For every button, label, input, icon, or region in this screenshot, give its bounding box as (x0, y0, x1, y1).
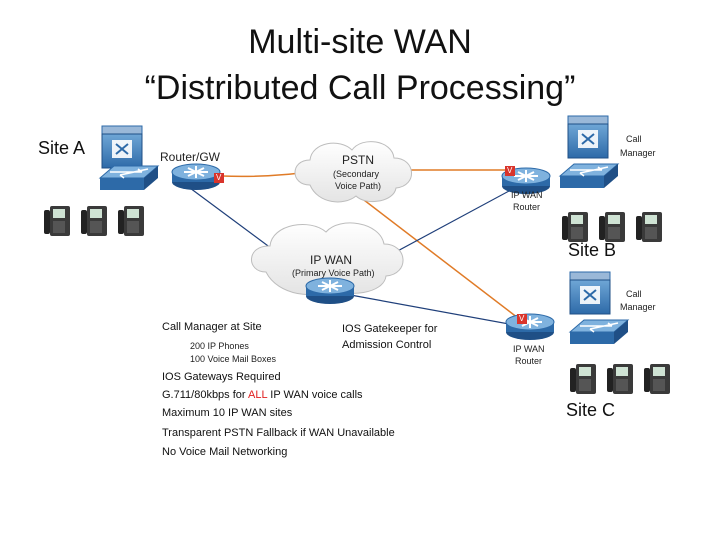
ip-wan-label: IP WAN (310, 253, 353, 267)
title-line-2: “Distributed Call Processing” (144, 69, 576, 107)
call-manager-at-site-text: Call Manager at Site (162, 321, 262, 333)
site-b-label: Site B (568, 240, 617, 260)
gatekeeper-text-2: Admission Control (342, 339, 432, 351)
router-icon (505, 313, 555, 341)
ip-phone-icon (644, 364, 670, 394)
pstn-link-site-c (363, 199, 519, 319)
ip-phone-icon (44, 206, 70, 236)
voice-mail-boxes-text: 100 Voice Mail Boxes (190, 354, 277, 364)
gateways-text: IOS Gateways Required (162, 371, 281, 383)
codec-text-pre: G.711/80kbps for (162, 389, 249, 401)
ip-phone-icon (118, 206, 144, 236)
pstn-sub-label-1: (Secondary (333, 169, 380, 179)
pstn-label: PSTN (342, 153, 375, 167)
voice-badge-site-b (505, 166, 515, 176)
max-sites-text: Maximum 10 IP WAN sites (162, 407, 293, 419)
switch-icon (99, 165, 159, 191)
ip-wan-router-b-label-1: IP WAN (511, 190, 543, 200)
router-gw-label: Router/GW (160, 150, 221, 164)
call-manager-server-icon (101, 125, 143, 169)
site-c-label: Site C (566, 400, 616, 420)
codec-highlight: ALL (248, 389, 268, 401)
ip-phone-icon (599, 212, 625, 242)
no-voice-mail-text: No Voice Mail Networking (162, 446, 288, 458)
ip-phone-icon (81, 206, 107, 236)
voice-badge-site-a (214, 173, 224, 183)
ip-phones-text: 200 IP Phones (190, 341, 249, 351)
wan-link-site-c (344, 293, 521, 327)
codec-text: G.711/80kbps for ALL IP WAN voice calls (162, 386, 363, 405)
switch-icon (569, 319, 629, 345)
call-manager-server-icon (567, 115, 609, 159)
voice-badge-c-text: V (519, 314, 525, 323)
voice-badge-site-c (517, 314, 527, 324)
codec-text-post: IP WAN voice calls (267, 389, 363, 401)
router-icon (171, 163, 221, 191)
voice-badge-a-text: V (216, 173, 222, 182)
call-manager-b-label-1: Call (626, 134, 642, 144)
call-manager-c-label-1: Call (626, 289, 642, 299)
ip-phone-icon (562, 212, 588, 242)
call-manager-c-label-2: Manager (620, 302, 656, 312)
ip-wan-router-c-label-1: IP WAN (513, 344, 545, 354)
ip-wan-router-c-label-2: Router (515, 356, 543, 366)
wan-core-router-icon (305, 277, 355, 305)
fallback-text: Transparent PSTN Fallback if WAN Unavail… (162, 427, 395, 439)
voice-badge-b-text: V (507, 166, 513, 175)
pstn-sub-label-2: Voice Path) (335, 181, 382, 191)
ip-phone-icon (607, 364, 633, 394)
ip-wan-sub-label: (Primary Voice Path) (292, 268, 375, 278)
call-manager-b-label-2: Manager (620, 148, 656, 158)
call-manager-server-icon (569, 271, 611, 315)
ip-wan-router-b-label-2: Router (513, 202, 541, 212)
title-line-1: Multi-site WAN (248, 23, 472, 61)
ip-phone-icon (636, 212, 662, 242)
pstn-cloud-icon (294, 141, 412, 203)
ip-phone-icon (570, 364, 596, 394)
site-a-label: Site A (38, 138, 86, 158)
gatekeeper-text-1: IOS Gatekeeper for (342, 323, 438, 335)
switch-icon (559, 163, 619, 189)
